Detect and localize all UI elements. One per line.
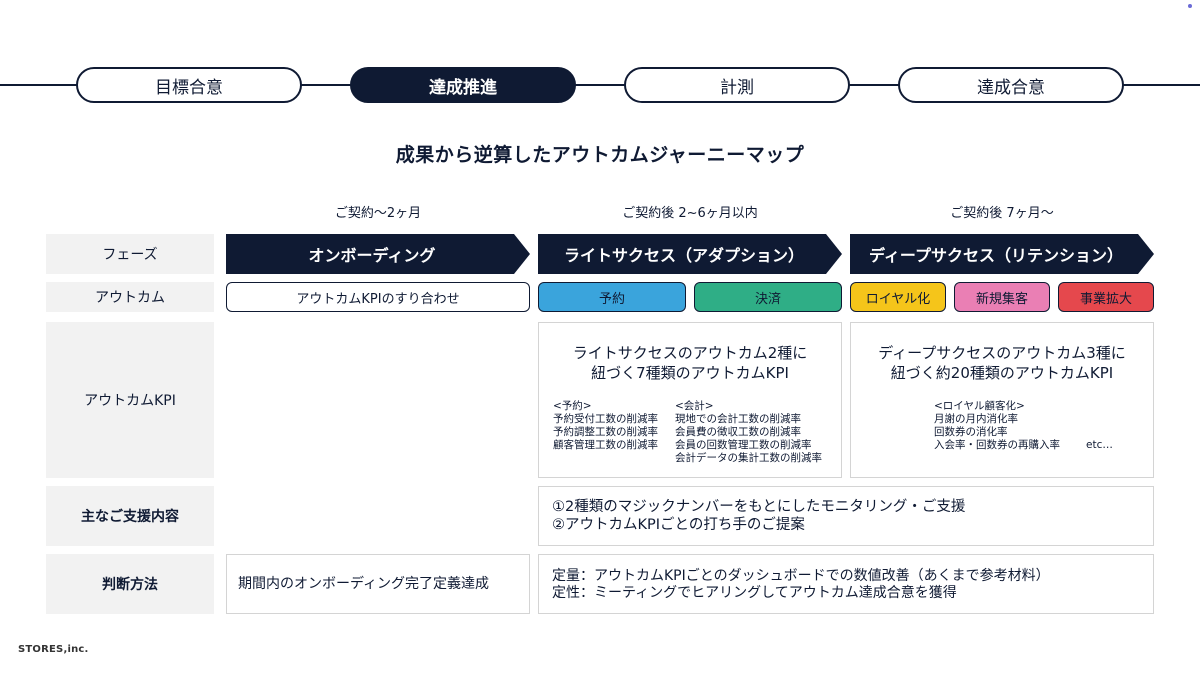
kpi-heading-deep: ディープサクセスのアウトカム3種に 紐づく約20種類のアウトカムKPI: [878, 344, 1126, 382]
step-measurement[interactable]: 計測: [624, 67, 850, 103]
judgement-box-onboarding: [226, 554, 530, 614]
row-label-outcome: アウトカム: [46, 282, 214, 312]
judgement-box-success: [538, 554, 1154, 614]
kpi-etc: etc…: [1086, 439, 1113, 451]
page-title: 成果から逆算したアウトカムジャーニーマップ: [395, 144, 805, 166]
judgement-onboarding: 期間内のオンボーディング完了定義達成: [238, 576, 490, 592]
company-logo: STORES,inc.: [18, 644, 89, 655]
support-content: ①2種類のマジックナンバーをもとにしたモニタリング・ご支援 ②アウトカムKPIご…: [552, 499, 966, 533]
outcome-payment: 決済: [694, 282, 842, 312]
kpi-box-deep: [850, 322, 1154, 478]
step-achievement-agreement[interactable]: 達成合意: [898, 67, 1124, 103]
period-light-success: ご契約後 2~6ヶ月以内: [622, 206, 758, 221]
phase-onboarding: オンボーディング: [226, 234, 530, 274]
outcome-new-customers: 新規集客: [954, 282, 1050, 312]
outcome-kpi-alignment: アウトカムKPIのすり合わせ: [226, 282, 530, 312]
phase-deep-success: ディープサクセス（リテンション）: [850, 234, 1154, 274]
phase-light-success: ライトサクセス（アダプション）: [538, 234, 842, 274]
support-box: [538, 486, 1154, 546]
kpi-box-light: [538, 322, 842, 478]
row-label-phase: フェーズ: [46, 234, 214, 274]
row-label-judgement: 判断方法: [46, 554, 214, 614]
kpi-group-accounting: <会計> 現地での会計工数の削減率 会員費の徴収工数の削減率 会員の回数管理工数…: [675, 400, 822, 464]
period-onboarding: ご契約〜2ヶ月: [334, 206, 422, 221]
stepper-line: [0, 84, 1200, 86]
step-goal-agreement[interactable]: 目標合意: [76, 67, 302, 103]
kpi-group-loyal-customer: <ロイヤル顧客化> 月謝の月内消化率 回数券の消化率 入会率・回数券の再購入率: [934, 400, 1060, 451]
row-label-support: 主なご支援内容: [46, 486, 214, 546]
outcome-loyalty: ロイヤル化: [850, 282, 946, 312]
row-label-kpi: アウトカムKPI: [46, 322, 214, 478]
outcome-business-expansion: 事業拡大: [1058, 282, 1154, 312]
kpi-heading-light: ライトサクセスのアウトカム2種に 紐づく7種類のアウトカムKPI: [572, 344, 808, 382]
step-achievement-promotion[interactable]: 達成推進: [350, 67, 576, 103]
outcome-reservation: 予約: [538, 282, 686, 312]
judgement-content: 定量：アウトカムKPIごとのダッシュボードでの数値改善（あくまで参考材料） 定性…: [552, 568, 1050, 601]
period-deep-success: ご契約後 7ヶ月〜: [950, 206, 1054, 221]
kpi-group-reservation: <予約> 予約受付工数の削減率 予約調整工数の削減率 顧客管理工数の削減率: [553, 400, 658, 451]
corner-dot: [1188, 4, 1192, 8]
